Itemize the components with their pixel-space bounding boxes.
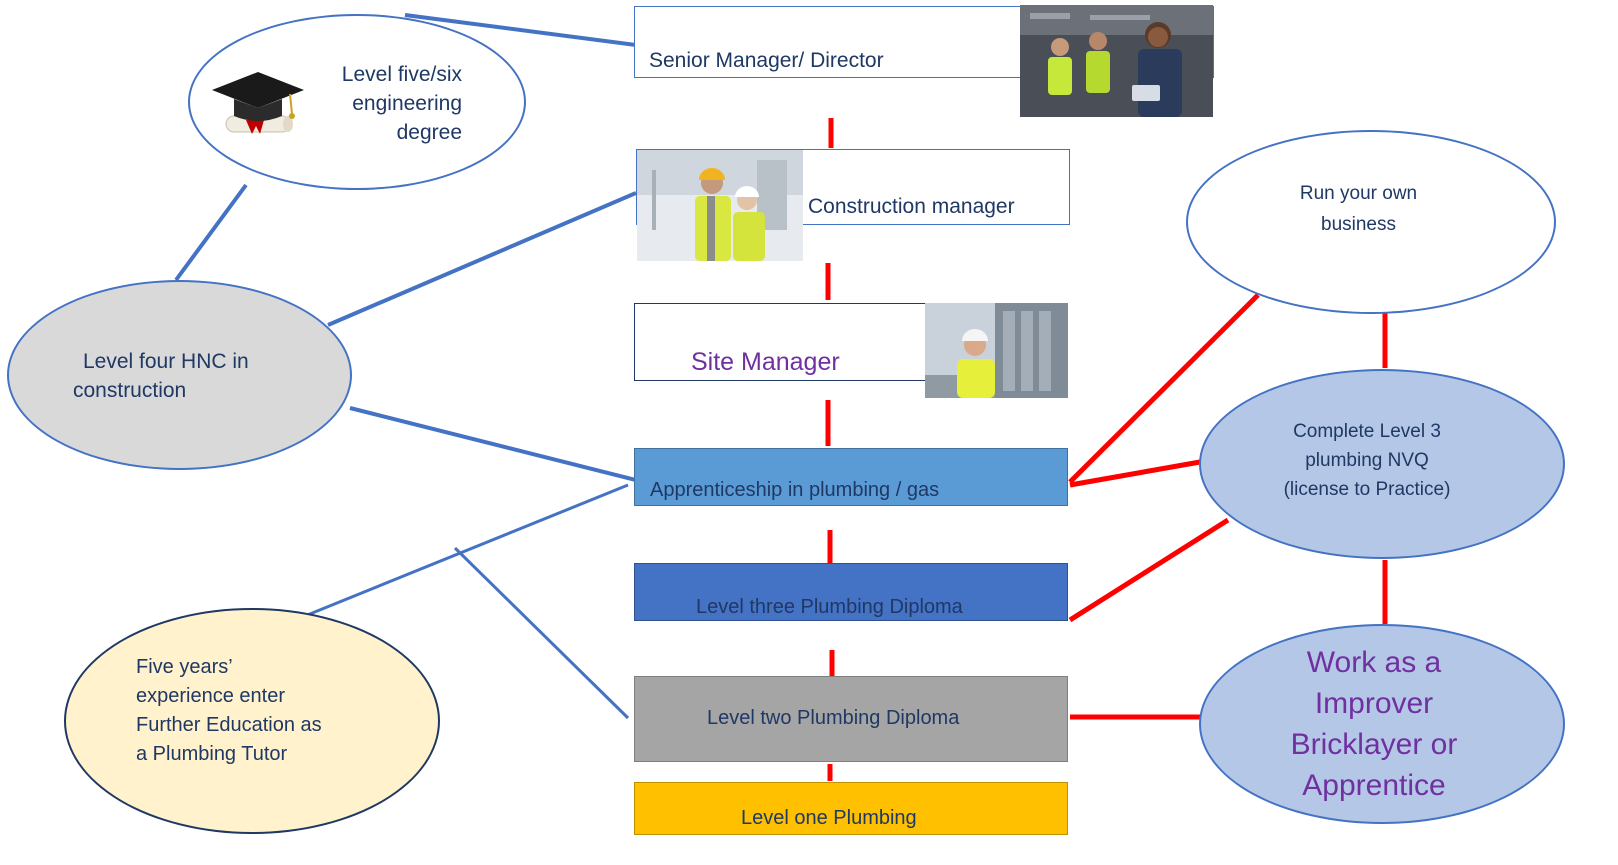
site-manager-label: Site Manager — [691, 348, 840, 376]
business-line-2: business — [1321, 214, 1396, 235]
senior-manager-photo — [1020, 5, 1213, 117]
business-line-1: Run your own — [1299, 183, 1418, 204]
line-level-three-to-nvq — [1068, 517, 1230, 623]
improver-line-2: Improver — [1314, 687, 1434, 720]
line-tutor-to-apprenticeship — [299, 483, 629, 620]
improver-text: Work as a Improver Bricklayer or Apprent… — [1201, 642, 1563, 806]
tutor-text: Five years’ experience enter Further Edu… — [136, 653, 322, 769]
improver-ellipse: Work as a Improver Bricklayer or Apprent… — [1199, 624, 1565, 824]
hnc-text: Level four HNC in construction — [73, 347, 249, 405]
nvq-line-1: Complete Level 3 — [1293, 421, 1441, 442]
nvq-text: Complete Level 3 plumbing NVQ (license t… — [1201, 417, 1563, 504]
tutor-line-2: experience enter — [136, 685, 285, 707]
nvq-line-2: plumbing NVQ — [1305, 450, 1429, 471]
degree-ellipse: Level five/six engineering degree — [188, 14, 526, 190]
line-hnc-to-degree — [174, 183, 248, 282]
degree-line-1: Level five/six — [341, 63, 462, 86]
tutor-line-4: a Plumbing Tutor — [136, 743, 288, 765]
apprenticeship-label: Apprenticeship in plumbing / gas — [650, 479, 940, 501]
improver-line-4: Apprentice — [1302, 769, 1446, 802]
level-one-label: Level one Plumbing — [741, 807, 917, 829]
degree-line-2: engineering — [352, 92, 462, 115]
tutor-ellipse: Five years’ experience enter Further Edu… — [64, 608, 440, 834]
graduation-cap-icon — [212, 72, 304, 134]
construction-manager-label: Construction manager — [808, 195, 1015, 218]
degree-line-3: degree — [396, 121, 462, 144]
line-apprenticeship-to-nvq — [1069, 459, 1201, 488]
line-hnc-to-apprenticeship — [349, 406, 637, 482]
diploma-scroll-icon — [225, 115, 293, 134]
level-two-label: Level two Plumbing Diploma — [707, 707, 960, 729]
improver-line-1: Work as a — [1306, 646, 1442, 679]
degree-text: Level five/six engineering degree — [342, 60, 462, 147]
business-text: Run your own business — [1188, 178, 1554, 240]
nvq-line-3: (license to Practice) — [1283, 479, 1451, 500]
business-ellipse: Run your own business — [1186, 130, 1556, 314]
apprenticeship-box: Apprenticeship in plumbing / gas — [634, 448, 1068, 506]
tutor-line-3: Further Education as — [136, 714, 322, 736]
line-tutor-to-level-two — [453, 546, 630, 720]
level-two-box: Level two Plumbing Diploma — [634, 676, 1068, 762]
level-one-box: Level one Plumbing — [634, 782, 1068, 835]
line-apprenticeship-to-business — [1068, 293, 1260, 484]
hnc-line-2: construction — [73, 379, 187, 402]
hnc-line-1: Level four HNC in — [83, 350, 249, 373]
construction-manager-photo — [637, 150, 803, 261]
line-hnc-to-construction — [327, 191, 637, 327]
improver-line-3: Bricklayer or — [1290, 728, 1458, 761]
senior-manager-label: Senior Manager/ Director — [649, 49, 884, 72]
level-three-box: Level three Plumbing Diploma — [634, 563, 1068, 621]
level-three-label: Level three Plumbing Diploma — [696, 596, 963, 618]
nvq-ellipse: Complete Level 3 plumbing NVQ (license t… — [1199, 369, 1565, 559]
tutor-line-1: Five years’ — [136, 656, 233, 678]
site-manager-photo — [925, 303, 1068, 398]
line-degree-to-senior — [404, 13, 637, 47]
hnc-ellipse: Level four HNC in construction — [7, 280, 352, 470]
